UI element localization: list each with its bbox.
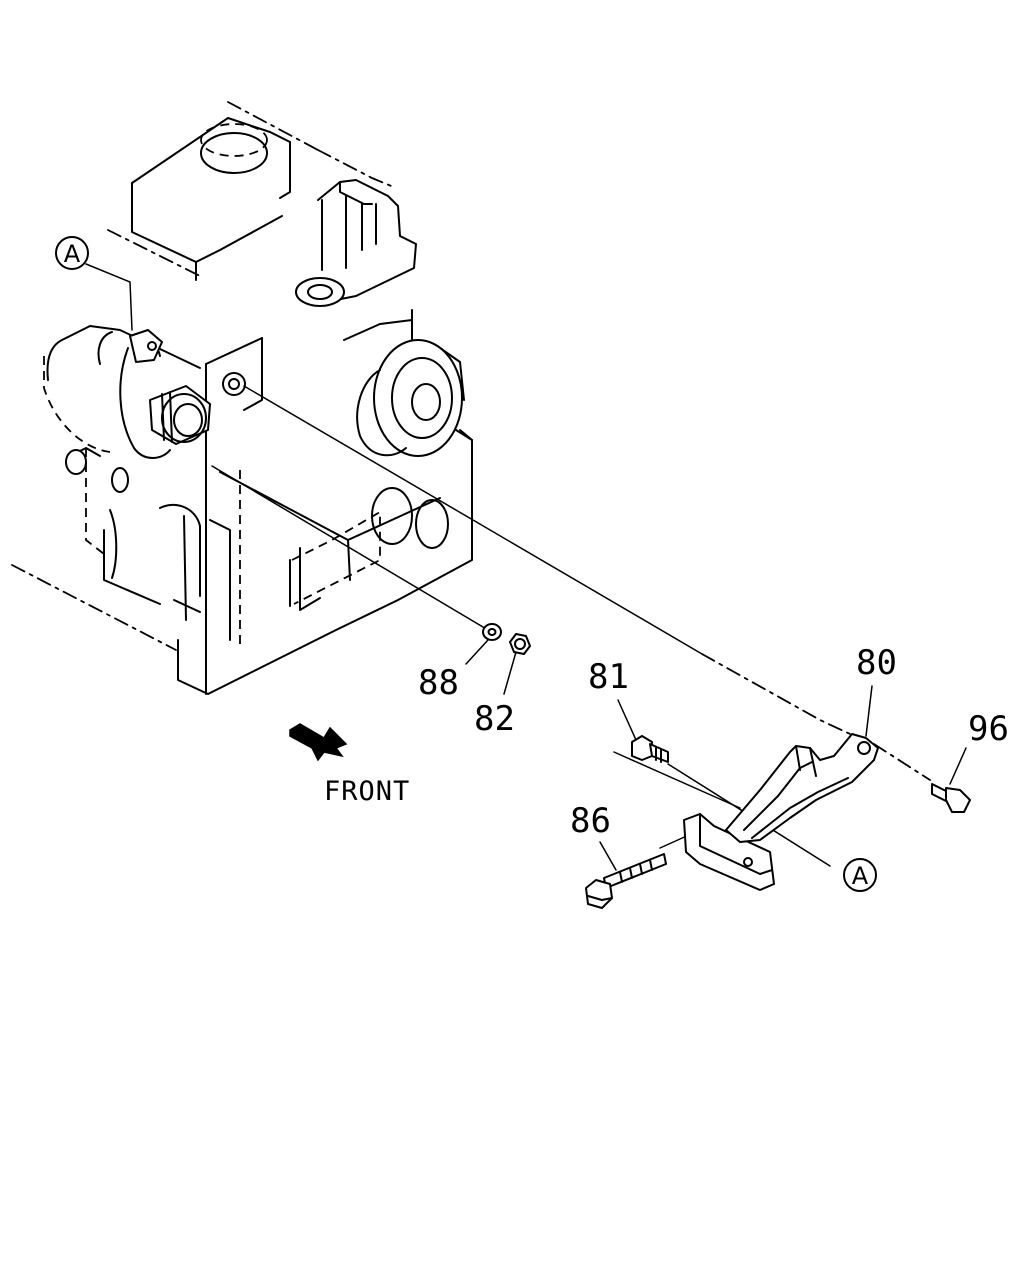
leader-81 — [617, 699, 637, 741]
front-label: FRONT — [324, 776, 410, 807]
washer-88 — [482, 623, 502, 641]
leader-86 — [599, 841, 617, 871]
front-arrow-icon — [289, 723, 348, 762]
bracket-80 — [683, 733, 879, 891]
callout-ref-a-top: A — [55, 236, 89, 270]
leader-88 — [465, 639, 489, 665]
engine-block — [11, 101, 473, 695]
part-number-96: 96 — [968, 709, 1009, 749]
leader-96 — [949, 747, 967, 785]
ref-a-top-label: A — [64, 240, 81, 268]
part-number-88: 88 — [418, 663, 459, 703]
leader-82 — [503, 651, 517, 695]
ref-a-bottom-label: A — [852, 862, 869, 890]
nut-82 — [509, 633, 531, 655]
part-number-82: 82 — [474, 699, 515, 739]
leader-80 — [865, 685, 873, 737]
part-number-86: 86 — [570, 801, 611, 841]
bolt-86 — [585, 853, 667, 909]
bolt-81 — [631, 735, 669, 763]
bolt-96 — [931, 783, 971, 813]
part-number-80: 80 — [856, 643, 897, 683]
leader-lines — [85, 263, 931, 867]
callout-ref-a-bottom: A — [843, 858, 877, 892]
part-number-81: 81 — [588, 657, 629, 697]
